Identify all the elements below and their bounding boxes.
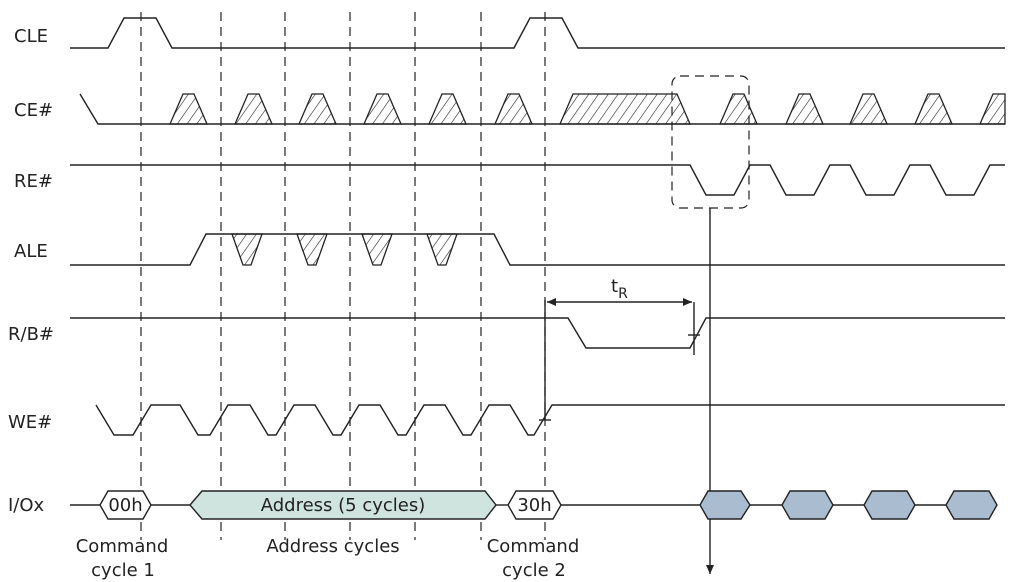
caption-command-cycle-2-line2: cycle 2	[502, 560, 566, 581]
bus-data-3	[863, 490, 916, 520]
rb-label: R/B#	[8, 324, 54, 345]
we-label: WE#	[8, 412, 52, 433]
caption-command-cycle-2-line1: Command	[487, 536, 580, 557]
caption-command-cycle-1-line2: cycle 1	[91, 560, 155, 581]
bus-address-text: Address (5 cycles)	[261, 495, 426, 516]
bus-data-1	[699, 490, 751, 520]
bus-data-2	[781, 490, 834, 520]
ce-label: CE#	[14, 100, 53, 121]
io-label: I/Ox	[8, 495, 45, 516]
cle-waveform	[70, 17, 1005, 49]
bus-cmd1-text: 00h	[108, 495, 142, 516]
bus-cmd2-text: 30h	[517, 495, 551, 516]
cle-label: CLE	[14, 26, 48, 47]
re-waveform	[70, 164, 1005, 196]
ale-label: ALE	[14, 241, 48, 262]
caption-address-cycles: Address cycles	[266, 536, 399, 557]
we-waveform	[95, 404, 1005, 436]
bus-data-4	[945, 490, 998, 520]
io-bus: 00h Address (5 cycles) 30h	[70, 490, 998, 520]
caption-command-cycle-1-line1: Command	[76, 536, 169, 557]
rb-waveform	[70, 317, 1005, 349]
tr-label: tR	[611, 276, 628, 302]
ce-waveform	[79, 93, 1006, 125]
re-label: RE#	[14, 171, 53, 192]
cycle-guide-lines	[140, 12, 546, 540]
ale-waveform	[70, 233, 1005, 266]
